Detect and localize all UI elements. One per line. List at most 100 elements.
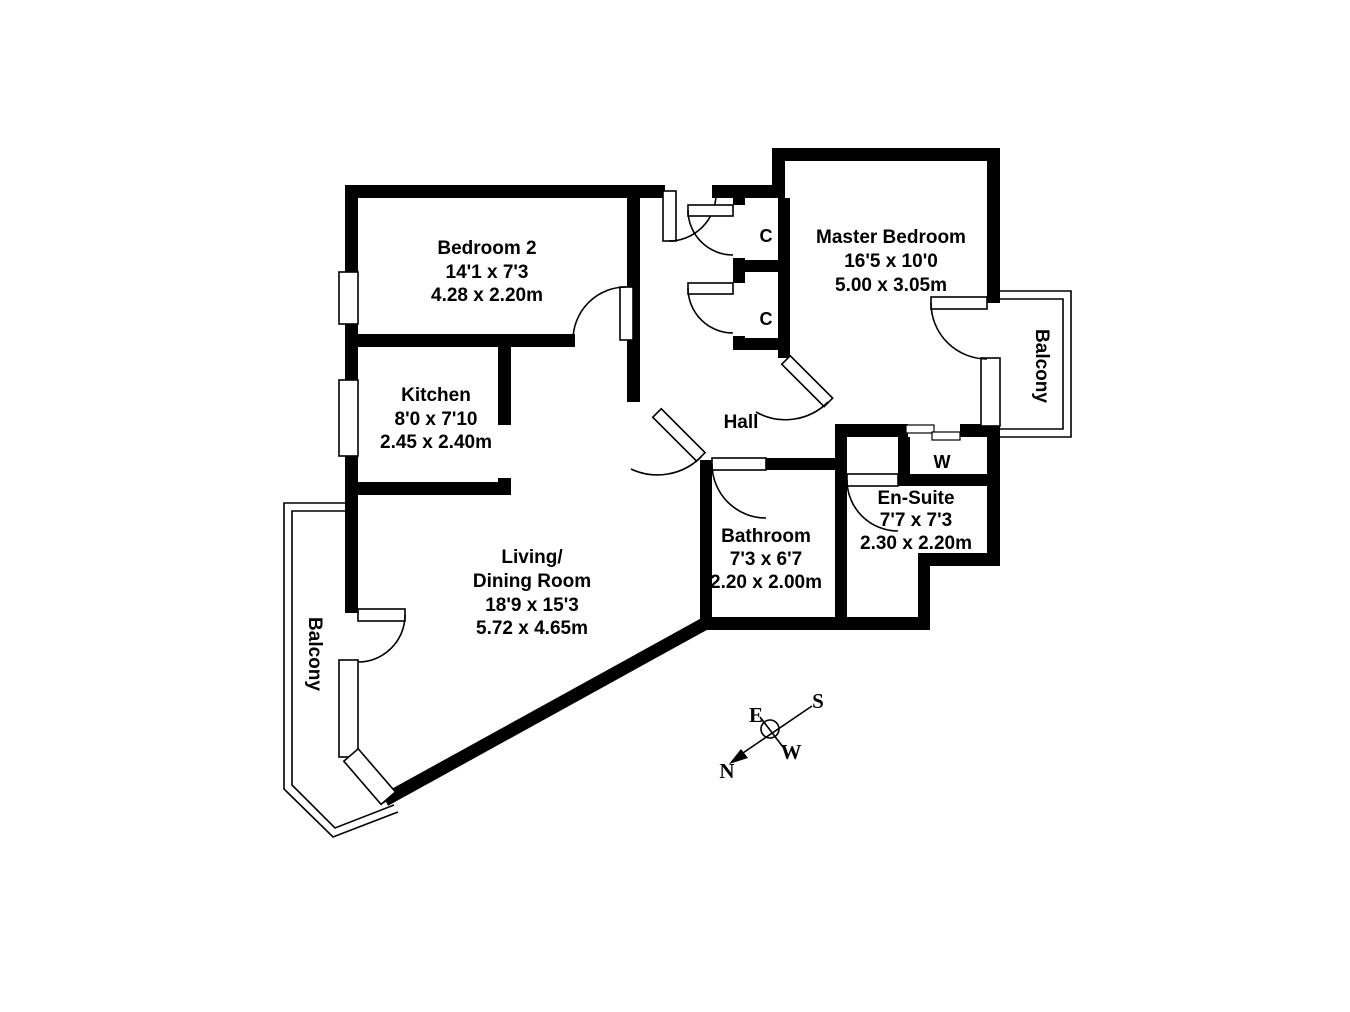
living-name-line1: Living/ <box>501 547 563 568</box>
compass-north-arrowhead <box>729 749 748 764</box>
kitchen-name: Kitchen <box>401 385 471 406</box>
wall-kitchen-bottom <box>345 482 511 495</box>
balcony-left-outer-rail <box>283 502 399 838</box>
kitchen-metric: 2.45 x 2.40m <box>380 432 492 453</box>
wall-wardrobe-left <box>898 437 910 486</box>
living-imperial: 18'9 x 15'3 <box>485 595 579 616</box>
wall-bathroom-left <box>700 460 712 630</box>
window-kitchen-left <box>338 379 359 457</box>
ensuite-imperial: 7'7 x 7'3 <box>880 510 952 531</box>
windows <box>338 271 1001 806</box>
wall-closet-bottom <box>733 338 790 350</box>
living-metric: 5.72 x 4.65m <box>476 618 588 639</box>
wall-closet-right <box>778 198 790 358</box>
ensuite-metric: 2.30 x 2.20m <box>860 533 972 554</box>
master-door-arc <box>755 401 829 421</box>
balcony-left-outline <box>283 502 399 838</box>
window-living-corner-group <box>342 747 397 806</box>
wall-ensuite-top <box>898 474 1000 486</box>
closet1-door-arc <box>687 209 734 256</box>
ensuite-door-arc <box>846 479 899 532</box>
wall-master-right-lower <box>987 426 1000 565</box>
master-door-leaf <box>780 354 834 408</box>
bathroom-metric: 2.20 x 2.00m <box>710 572 822 593</box>
window-bedroom2-left <box>338 271 359 325</box>
ensuite-name: En-Suite <box>877 488 954 509</box>
compass-east-label: E <box>749 703 763 727</box>
master-name: Master Bedroom <box>816 227 966 248</box>
master-imperial: 16'5 x 10'0 <box>844 251 938 272</box>
living-balcony-door-leaf <box>357 608 406 622</box>
entrance-door-arc <box>668 193 717 242</box>
wall-master-top <box>772 148 1000 161</box>
balcony-right-outer-rail <box>1000 290 1072 438</box>
closet1-label: C <box>760 226 773 246</box>
wall-bathroom-top <box>766 458 847 470</box>
bedroom2-name: Bedroom 2 <box>437 238 536 259</box>
closet1-door-leaf <box>687 204 734 217</box>
wall-left-b <box>345 324 358 380</box>
compass-ns-axis <box>736 705 813 758</box>
bedroom2-imperial: 14'1 x 7'3 <box>446 262 529 283</box>
wall-master-bottom-b <box>960 424 1000 437</box>
master-door-leaf-group <box>780 354 834 408</box>
wardrobe-label: W <box>934 452 951 472</box>
bedroom2-door-leaf <box>619 286 634 341</box>
wall-bathroom-right <box>835 458 847 630</box>
window-living-left <box>338 659 359 758</box>
balcony-right-outline <box>1000 290 1072 438</box>
balcony-right-inner-rail <box>1000 298 1064 430</box>
wall-master-bottom-a <box>838 424 908 437</box>
wall-stub-hall-ensuite <box>835 424 847 464</box>
wall-corridor-left-extension <box>627 347 640 402</box>
compass-hub <box>760 719 780 739</box>
room-labels: Bedroom 2 14'1 x 7'3 4.28 x 2.20m Kitche… <box>304 226 1052 691</box>
living-door-leaf-group <box>651 407 707 463</box>
closet2-label: C <box>760 309 773 329</box>
bathroom-imperial: 7'3 x 6'7 <box>730 549 802 570</box>
compass-west-label: W <box>781 740 802 764</box>
wall-left-a <box>345 185 358 272</box>
living-door-leaf <box>651 407 707 463</box>
entrance-door-leaf <box>662 190 677 242</box>
compass-north-label: N <box>719 759 734 783</box>
bathroom-name: Bathroom <box>721 526 811 547</box>
wall-left-c <box>345 456 358 613</box>
wall-master-right-upper <box>987 148 1000 303</box>
balcony-right-label: Balcony <box>1031 329 1052 403</box>
living-name-line2: Dining Room <box>473 571 591 592</box>
bathroom-door-leaf <box>711 457 767 471</box>
window-living-corner <box>342 747 397 806</box>
closet2-door-leaf <box>687 282 734 295</box>
walls <box>345 148 1000 806</box>
wall-top-left <box>345 185 665 198</box>
master-balcony-door-arc <box>930 302 988 360</box>
bathroom-door-arc <box>711 463 767 519</box>
wall-diagonal-living <box>381 617 710 806</box>
bedroom2-metric: 4.28 x 2.20m <box>431 285 543 306</box>
closet2-door-arc <box>687 287 734 334</box>
wall-top-mid <box>712 185 785 198</box>
master-metric: 5.00 x 3.05m <box>835 275 947 296</box>
master-balcony-door-leaf <box>930 296 988 310</box>
hall-name: Hall <box>724 412 759 433</box>
wall-bedroom2-bottom <box>345 334 575 347</box>
living-door-arc <box>630 456 702 476</box>
wall-closet-left-a <box>733 198 745 205</box>
wall-ensuite-step-vertical <box>918 553 930 630</box>
wall-ensuite-step-horizontal <box>930 553 1000 566</box>
wardrobe-sliding-door-2 <box>931 431 961 441</box>
wardrobe-sliding-door-1 <box>905 424 935 434</box>
kitchen-imperial: 8'0 x 7'10 <box>395 409 478 430</box>
window-master-right <box>980 357 1001 427</box>
compass: N S E W <box>719 689 823 783</box>
ensuite-door-leaf <box>846 473 899 487</box>
wall-kitchen-right-upper <box>498 347 511 425</box>
wall-bottom <box>700 617 930 630</box>
wall-closet-divider <box>733 260 790 272</box>
living-balcony-door-arc <box>357 614 406 663</box>
balcony-left-label: Balcony <box>304 617 325 691</box>
bedroom2-door-arc <box>572 286 627 341</box>
doors <box>357 190 988 663</box>
